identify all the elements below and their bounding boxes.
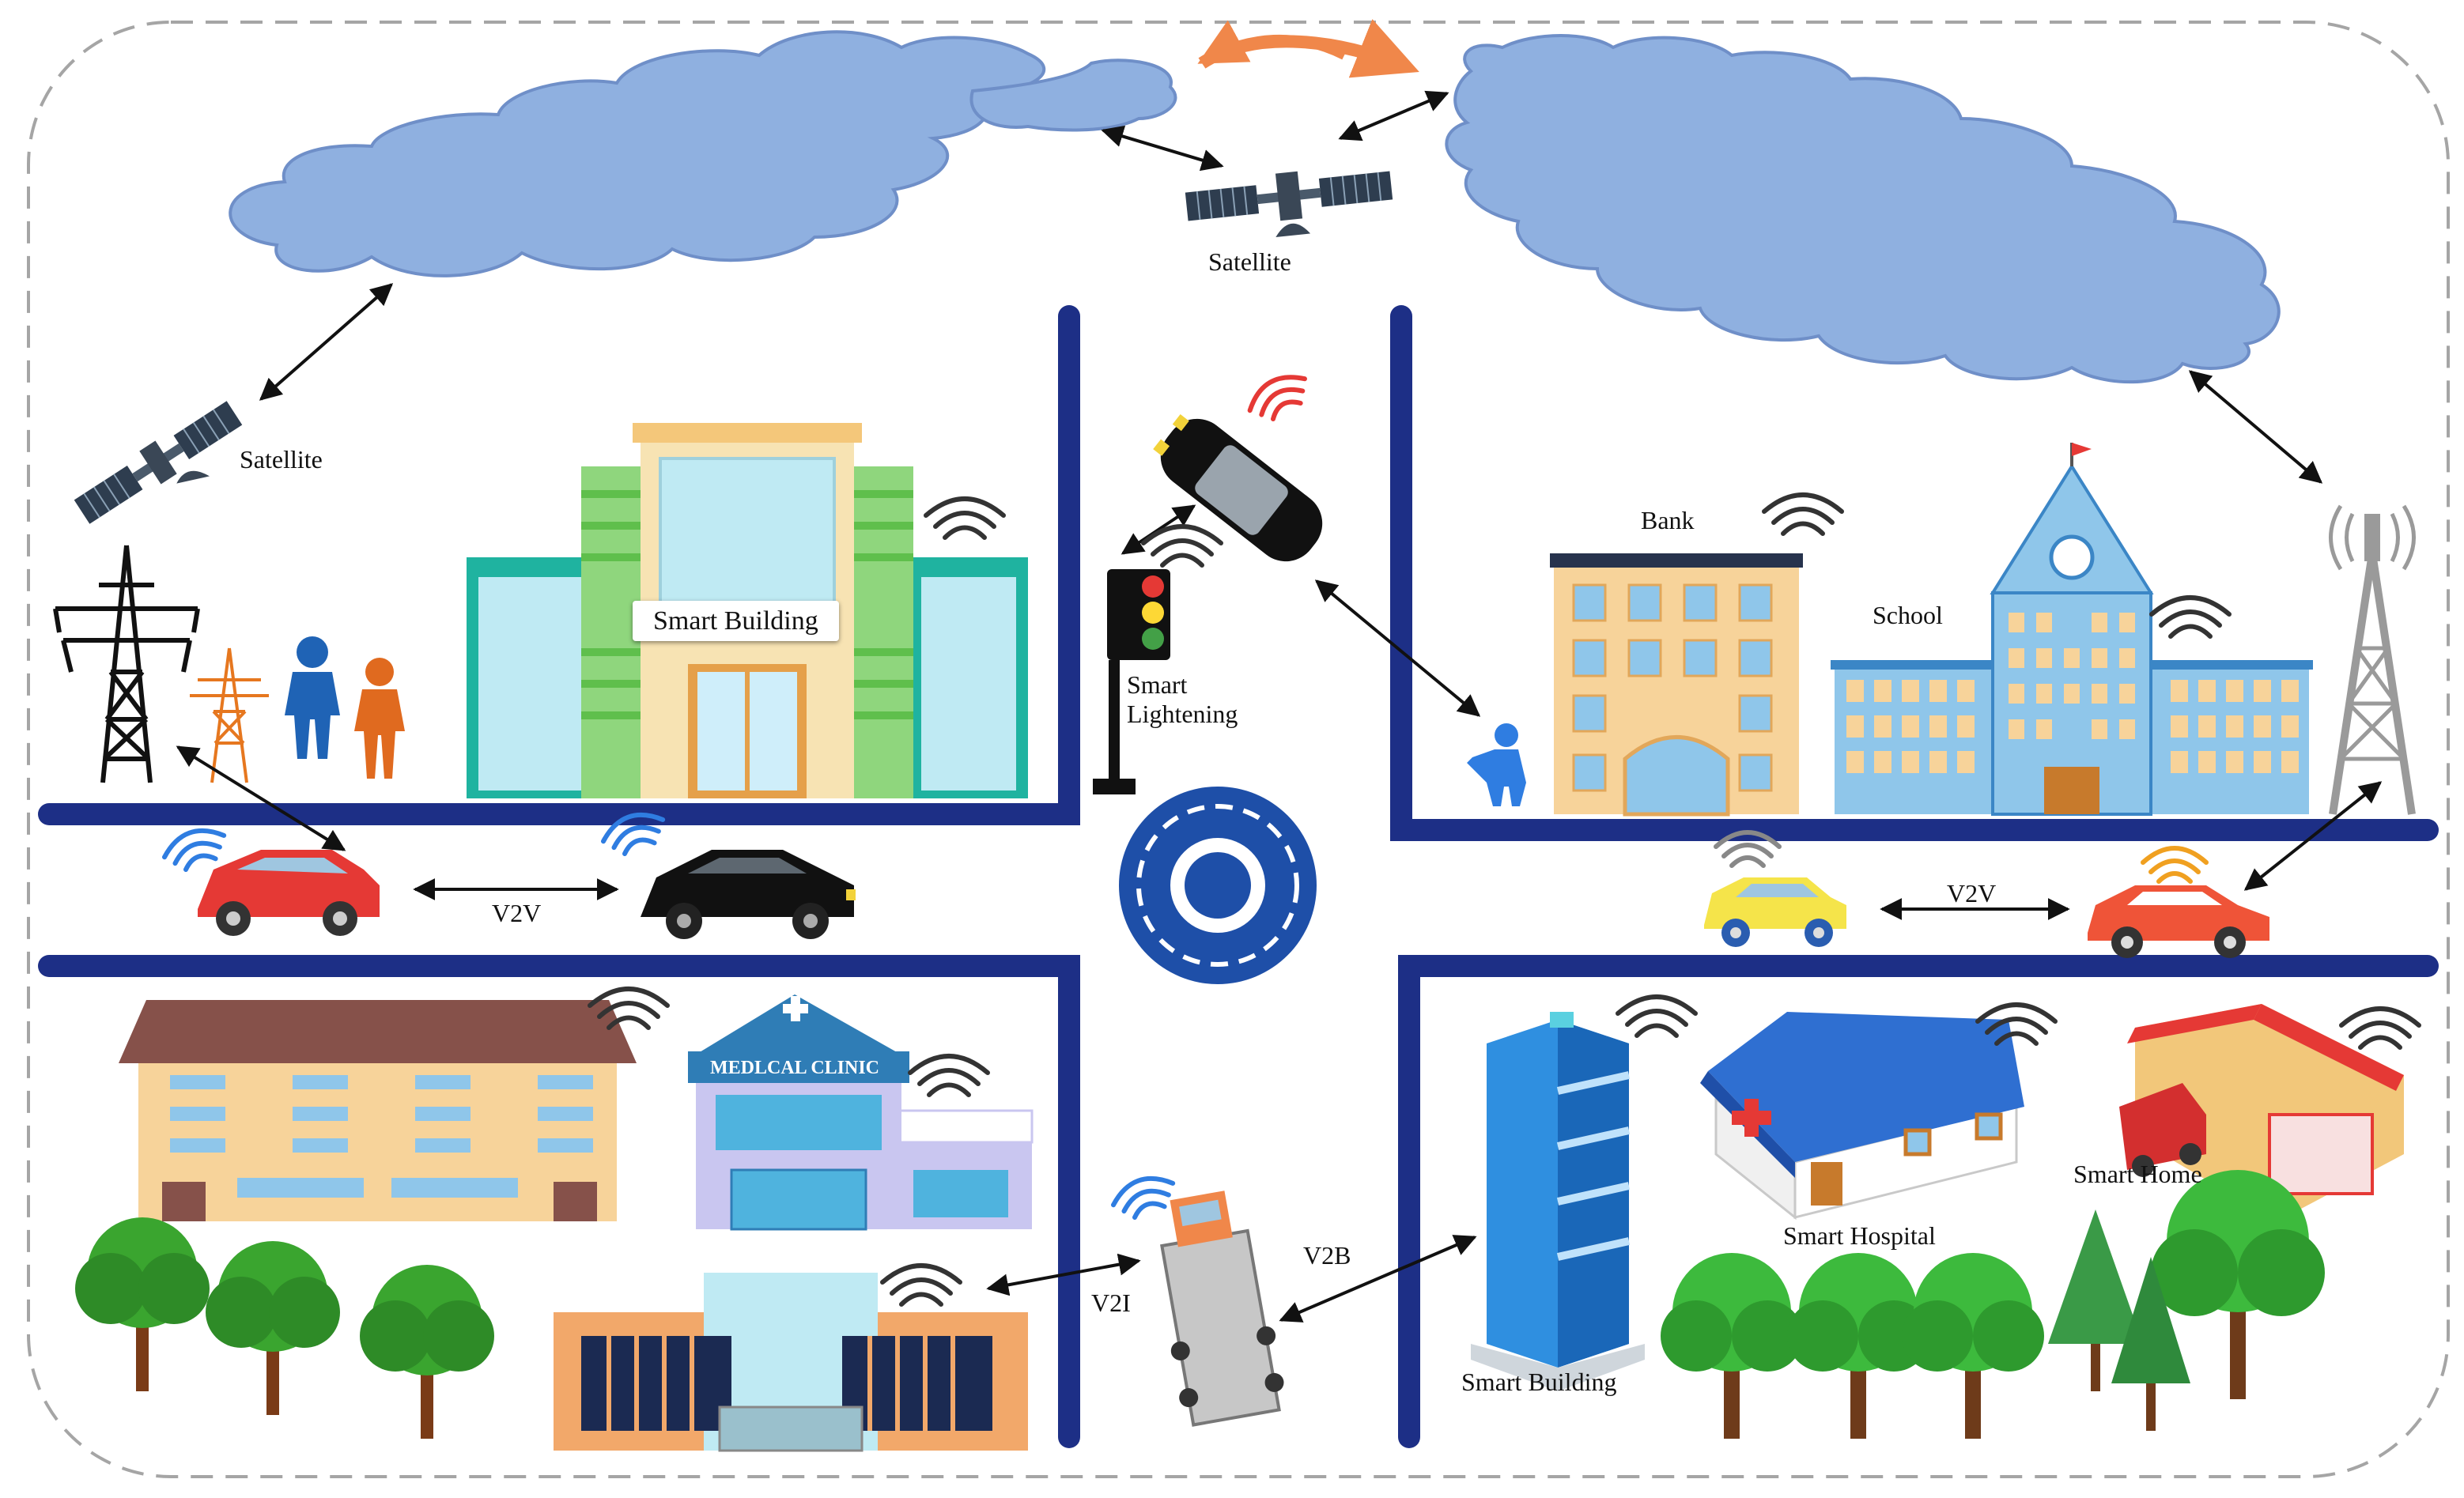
school-building — [1831, 443, 2313, 816]
trees-right — [1661, 1170, 2325, 1439]
smart-lightening-label: Smart Lightening — [1127, 670, 1238, 728]
trees-left — [75, 1217, 494, 1439]
cloud-right — [1445, 34, 2281, 384]
connection-arrows — [176, 90, 2383, 1323]
smart-building-top-label: Smart Building — [633, 601, 839, 642]
person-blue-icon — [285, 636, 340, 759]
satellite-left-icon — [74, 401, 243, 524]
school-label: School — [1873, 601, 1943, 629]
cloud-left — [229, 30, 1177, 277]
v2v-left-label: V2V — [492, 899, 542, 927]
v2b-label: V2B — [1303, 1241, 1351, 1270]
dashed-frame — [27, 21, 2450, 1478]
power-tower-small-icon — [190, 647, 269, 783]
bank-label: Bank — [1641, 506, 1695, 534]
cloud-sync-arrow — [1197, 19, 1419, 78]
long-building — [119, 1000, 637, 1221]
wifi-icons — [161, 375, 2421, 1307]
smart-home-label: Smart Home — [2073, 1160, 2202, 1188]
red-car-left-icon — [198, 850, 380, 936]
flying-car-icon — [1153, 414, 1323, 562]
bank-building — [1550, 553, 1803, 817]
satellite-left-label: Satellite — [240, 445, 323, 474]
power-tower-icon — [53, 545, 200, 783]
smart-building-top — [467, 423, 1028, 798]
traffic-light-icon — [1093, 569, 1170, 794]
pedestrian-icon — [1467, 723, 1526, 806]
smart-home-building — [2119, 1004, 2404, 1221]
black-car-left-icon — [641, 850, 856, 939]
person-orange-icon — [354, 658, 405, 779]
red-car-right-icon — [2088, 885, 2269, 958]
smart-building-bottom-label: Smart Building — [1461, 1368, 1617, 1396]
office-building-bottom — [554, 1273, 1028, 1452]
clinic-sign-text: MEDLCAL CLINIC — [710, 1058, 879, 1078]
yellow-car-icon — [1704, 877, 1846, 947]
satellite-top-icon — [1185, 171, 1393, 238]
v2v-right-label: V2V — [1947, 879, 1997, 907]
satellite-top-label: Satellite — [1208, 247, 1291, 276]
roundabout — [1119, 787, 1317, 984]
smart-building-bottom — [1471, 1012, 1645, 1391]
v2i-label: V2I — [1091, 1289, 1131, 1317]
medical-clinic-building — [688, 994, 1034, 1231]
smart-hospital-label: Smart Hospital — [1783, 1221, 1936, 1250]
cell-tower-icon — [2329, 504, 2416, 815]
truck-icon — [1160, 1190, 1284, 1427]
smart-hospital-building — [1700, 1012, 2024, 1221]
